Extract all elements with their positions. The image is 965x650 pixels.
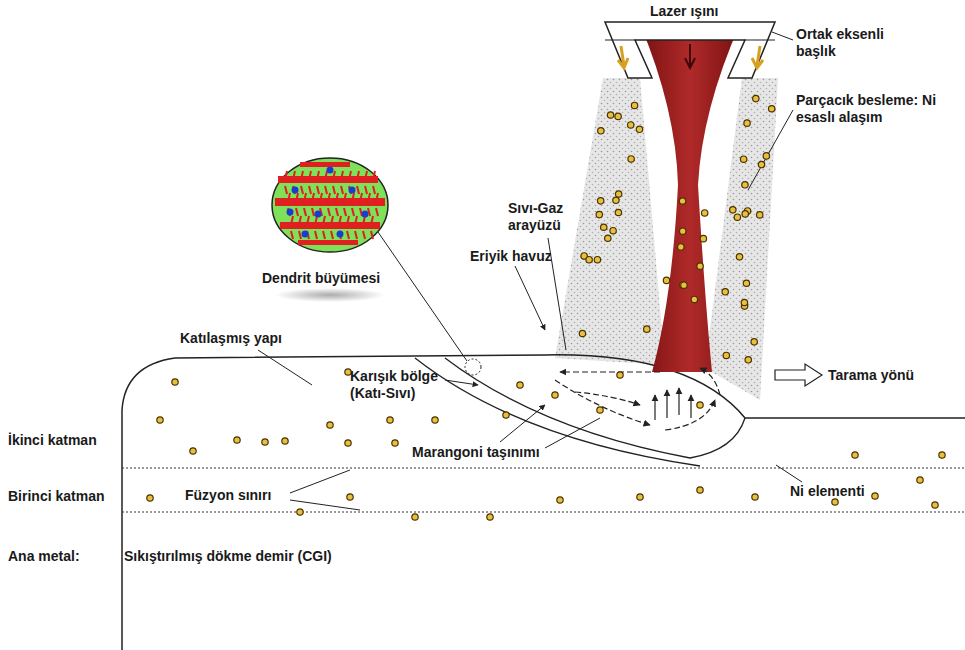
layer-boundary bbox=[122, 512, 965, 513]
label: Ni elementi bbox=[790, 483, 910, 500]
upflow-arrows bbox=[655, 388, 691, 420]
powder-cone bbox=[555, 78, 665, 365]
label: Karışık bölge (Katı-Sıvı) bbox=[350, 368, 450, 402]
marangoni-flow bbox=[555, 368, 720, 430]
inset-shadow bbox=[275, 288, 385, 302]
label: Ana metal: bbox=[8, 548, 118, 565]
leader-lines bbox=[258, 32, 802, 510]
label: Dendrit büyümesi bbox=[262, 270, 402, 287]
label: Tarama yönü bbox=[828, 367, 948, 384]
label: Ortak eksenli başlık bbox=[796, 26, 891, 60]
clad-outline bbox=[122, 355, 965, 650]
label: Katılaşmış yapı bbox=[180, 330, 320, 347]
label: Sıvı-Gaz arayüzü bbox=[508, 200, 593, 234]
coaxial-nozzle bbox=[605, 22, 775, 78]
scan-arrow bbox=[775, 364, 822, 386]
label: Marangoni taşınımı bbox=[412, 444, 572, 461]
label: Lazer ışını bbox=[650, 3, 760, 20]
layer-boundary bbox=[122, 468, 965, 469]
melt-pool-boundary bbox=[445, 358, 745, 458]
feed-arrow bbox=[618, 46, 628, 68]
leader-line bbox=[378, 232, 467, 361]
label: Füzyon sınırı bbox=[185, 487, 295, 504]
beam-arrow bbox=[685, 44, 695, 68]
powder-cone bbox=[705, 78, 778, 400]
laser-beam bbox=[640, 24, 740, 372]
label: Eriyik havuz bbox=[470, 248, 580, 265]
label: İkinci katman bbox=[8, 432, 118, 449]
ni-particles bbox=[147, 95, 945, 520]
label: Birinci katman bbox=[8, 488, 118, 505]
label: Sıkıştırılmış dökme demir (CGI) bbox=[124, 548, 424, 565]
feed-arrow bbox=[752, 46, 763, 68]
dendrite-inset bbox=[272, 158, 388, 252]
inset-marker bbox=[465, 359, 481, 375]
label: Parçacık besleme: Ni esaslı alaşım bbox=[796, 92, 961, 126]
